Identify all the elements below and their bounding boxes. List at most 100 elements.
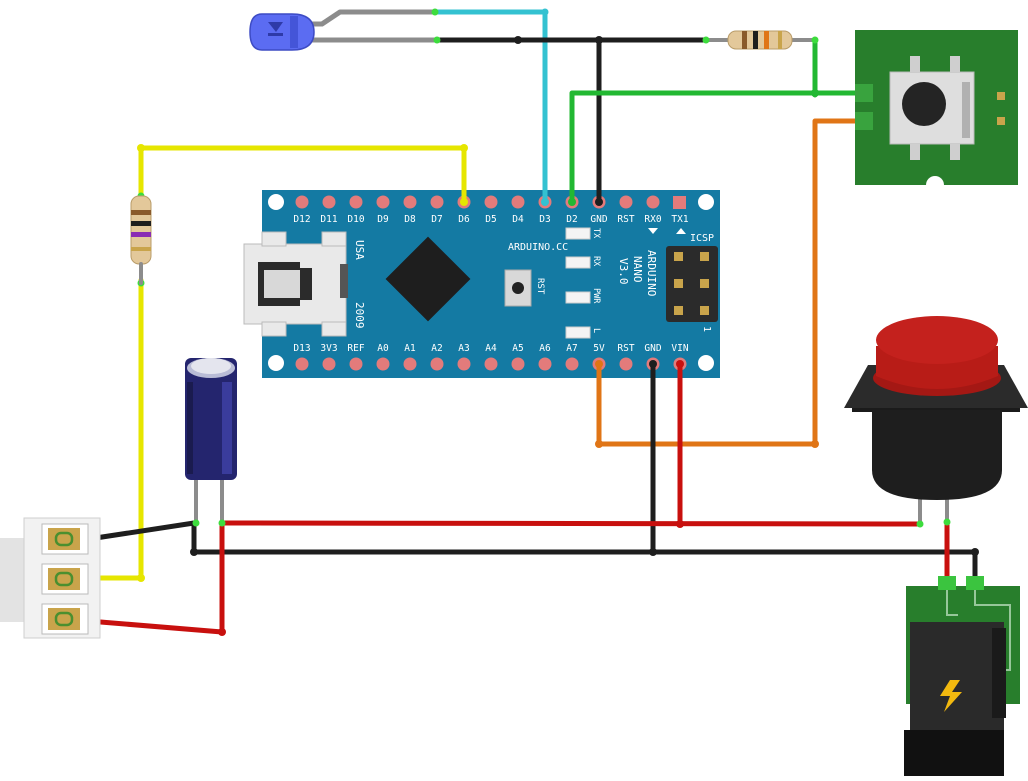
pin-label-ref: REF <box>347 343 364 354</box>
pin-pad <box>484 357 498 371</box>
pin-label-d12: D12 <box>293 214 310 225</box>
endpoint-marker <box>460 198 468 206</box>
endpoint-marker <box>431 8 439 16</box>
junction-dot <box>190 548 198 556</box>
usa-label: USA <box>353 240 366 260</box>
junction-dot <box>218 628 226 636</box>
junction-dot <box>595 36 603 44</box>
led-rx-label: RX <box>591 256 601 267</box>
microcontroller-chip <box>385 236 471 322</box>
pin-pad <box>295 357 309 371</box>
led-tx <box>565 227 591 240</box>
pin-label-tx1: TX1 <box>671 214 688 225</box>
pin-label-a1: A1 <box>404 343 416 354</box>
pin-label-a0: A0 <box>377 343 389 354</box>
junction-dot <box>137 144 145 152</box>
junction-dot <box>514 36 522 44</box>
reset-button <box>504 269 532 307</box>
led-pwr <box>565 291 591 304</box>
pin-pad <box>376 357 390 371</box>
wire-led-anode <box>297 9 438 27</box>
wire-yellow-d6 <box>138 145 467 205</box>
pin-pad <box>376 195 390 209</box>
pin-label-d10: D10 <box>347 214 364 225</box>
model-line2: NANO <box>631 256 644 283</box>
pin-pad <box>322 357 336 371</box>
pin-pad <box>349 357 363 371</box>
endpoint-marker <box>595 198 603 206</box>
wire-red-bus <box>219 520 923 527</box>
pin-label-rst: RST <box>617 343 634 354</box>
junction-dot <box>971 548 979 556</box>
pin-label-a6: A6 <box>539 343 551 354</box>
pin-label-a5: A5 <box>512 343 523 354</box>
pin-pad <box>430 195 444 209</box>
screw-terminal-icon <box>0 517 101 639</box>
bottom-pin-labels: D13 3V3 REF A0 A1 A2 A3 A4 A5 A6 A7 5V R… <box>293 343 688 354</box>
pin-pad <box>538 357 552 371</box>
mount-hole <box>698 194 714 210</box>
pin-pad <box>565 357 579 371</box>
endpoint-marker <box>433 36 441 44</box>
arduino-nano-board: D12 D11 D10 D9 D8 D7 D6 D5 D4 D3 D2 GND … <box>243 190 720 378</box>
pin-pad <box>484 195 498 209</box>
pin-label-d5: D5 <box>485 214 496 225</box>
pin-pad <box>349 195 363 209</box>
pin-pad <box>619 195 633 209</box>
electrolytic-capacitor-icon <box>185 358 237 480</box>
usb-connector-icon <box>243 231 348 337</box>
led-rx <box>565 256 591 269</box>
pin-pad <box>430 357 444 371</box>
endpoint-marker <box>916 520 924 528</box>
model-line1: ARDUINO <box>645 250 658 296</box>
endpoint-marker <box>568 198 576 206</box>
endpoint-marker <box>541 8 549 16</box>
led-pwr-label: PWR <box>591 288 601 304</box>
junction-dot <box>676 520 684 528</box>
pin-label-a2: A2 <box>431 343 442 354</box>
brand-label: ARDUINO.CC <box>508 242 568 253</box>
endpoint-marker <box>218 519 226 527</box>
pin-pad <box>295 195 309 209</box>
pin-label-gnd: GND <box>644 343 661 354</box>
pin-pad <box>511 357 525 371</box>
pin-label-d3: D3 <box>539 214 550 225</box>
led-blue-icon <box>249 13 315 51</box>
resistor-icon <box>727 30 793 50</box>
top-pin-labels: D12 D11 D10 D9 D8 D7 D6 D5 D4 D3 D2 GND … <box>293 214 688 225</box>
pin-label-d7: D7 <box>431 214 442 225</box>
mount-hole <box>268 355 284 371</box>
resistor-icon <box>130 195 152 265</box>
endpoint-marker <box>541 198 549 206</box>
pin-label-vin: VIN <box>671 343 688 354</box>
pin-pad <box>403 195 417 209</box>
pin-label-a3: A3 <box>458 343 469 354</box>
dc-power-jack-icon <box>904 576 1020 776</box>
endpoint-marker <box>192 519 200 527</box>
pin-pad <box>646 195 660 209</box>
icsp-label: ICSP <box>690 233 714 244</box>
pin-pad <box>322 195 336 209</box>
junction-dot <box>649 548 657 556</box>
pin-label-a7: A7 <box>566 343 577 354</box>
triangle-down-icon <box>648 228 658 234</box>
pin-label-rst: RST <box>617 214 634 225</box>
endpoint-marker <box>811 36 819 44</box>
pin-label-d9: D9 <box>377 214 389 225</box>
pin-pad-square <box>673 196 686 209</box>
pin-label-a4: A4 <box>485 343 497 354</box>
icsp-header <box>666 246 718 322</box>
led-l <box>565 326 591 339</box>
arcade-button-icon <box>844 316 1028 500</box>
endpoint-marker <box>676 360 684 368</box>
pin-label-d6: D6 <box>458 214 470 225</box>
wire-black-ground-bus <box>191 520 978 585</box>
pin-label-d13: D13 <box>293 343 310 354</box>
top-header-pins <box>295 195 686 209</box>
led-l-label: L <box>591 328 601 333</box>
pin-label-5v: 5V <box>593 343 605 354</box>
icsp-pin1-mark: 1 <box>701 326 712 332</box>
pin-label-rx0: RX0 <box>644 214 661 225</box>
year-label: 2009 <box>353 302 366 329</box>
